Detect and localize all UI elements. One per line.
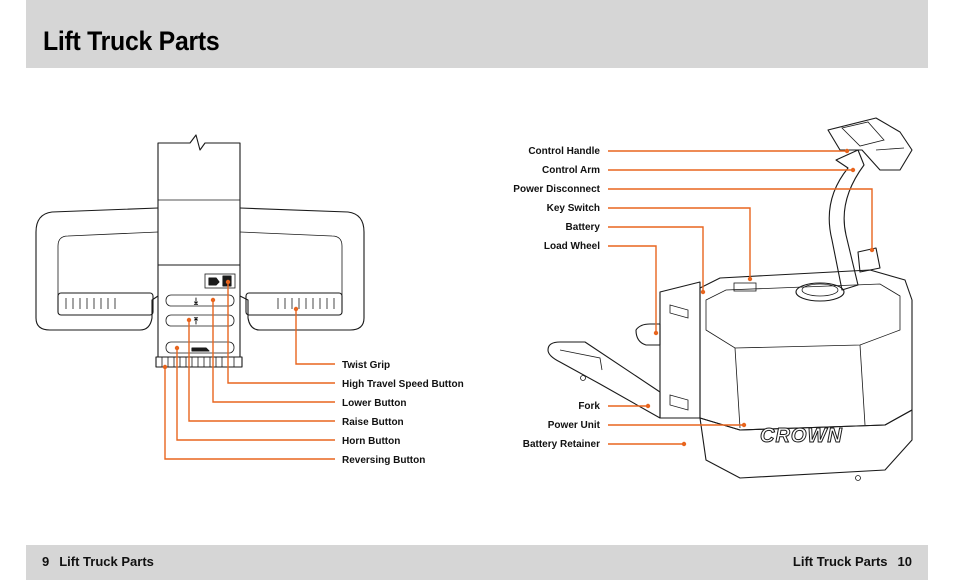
- control-handle-illustration: ⤓ ⤒: [35, 134, 365, 368]
- pallet-truck-illustration: CROWN: [547, 117, 913, 481]
- handle-labels: Twist Grip High Travel Speed Button Lowe…: [342, 360, 464, 466]
- footer-right-title: Lift Truck Parts: [792, 554, 888, 569]
- label-twist-grip: Twist Grip: [342, 360, 390, 371]
- label-horn-button: Horn Button: [342, 436, 400, 447]
- label-key-switch: Key Switch: [547, 203, 600, 214]
- svg-text:⤒: ⤒: [193, 316, 199, 326]
- label-control-arm: Control Arm: [542, 165, 600, 176]
- footer-left-title: Lift Truck Parts: [59, 554, 154, 569]
- label-raise-button: Raise Button: [342, 417, 404, 428]
- label-fork: Fork: [578, 401, 600, 412]
- label-high-travel-speed-button: High Travel Speed Button: [342, 379, 464, 390]
- truck-leader-lines: [608, 148, 875, 447]
- page-number-right: 10: [897, 554, 912, 569]
- label-reversing-button: Reversing Button: [342, 455, 425, 466]
- label-lower-button: Lower Button: [342, 398, 406, 409]
- svg-text:⤓: ⤓: [193, 296, 199, 306]
- truck-labels: Control Handle Control Arm Power Disconn…: [513, 146, 600, 450]
- page-title: Lift Truck Parts: [43, 26, 220, 56]
- label-battery-retainer: Battery Retainer: [523, 439, 600, 450]
- crown-logo: CROWN: [760, 425, 843, 447]
- label-battery: Battery: [566, 222, 601, 233]
- page-number-left: 9: [42, 554, 50, 569]
- handle-leader-lines: [162, 279, 335, 460]
- label-load-wheel: Load Wheel: [544, 241, 600, 252]
- header-band: Lift Truck Parts: [26, 0, 928, 68]
- footer-left: 9 Lift Truck Parts: [42, 554, 154, 569]
- footer-band: 9 Lift Truck Parts Lift Truck Parts 10: [26, 545, 928, 580]
- label-power-disconnect: Power Disconnect: [513, 184, 600, 195]
- label-power-unit: Power Unit: [548, 420, 601, 431]
- label-control-handle: Control Handle: [528, 146, 600, 157]
- footer-right: Lift Truck Parts 10: [793, 554, 912, 569]
